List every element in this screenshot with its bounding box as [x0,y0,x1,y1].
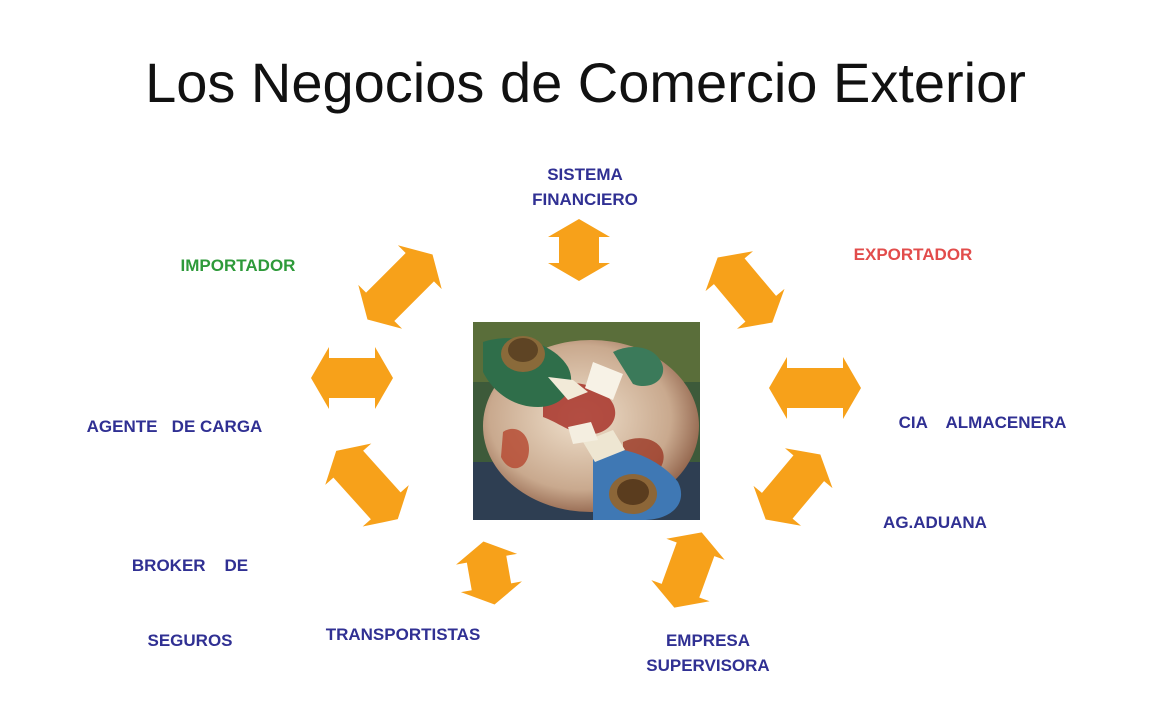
label-transportistas: TRANSPORTISTAS [325,625,481,644]
arrow-sistema-financiero [548,219,610,281]
arrow-importador [358,245,442,329]
label-empresa-supervisora: EMPRESA SUPERVISORA [646,631,770,675]
label-sistema-financiero: SISTEMA FINANCIERO [532,165,638,209]
label-importador: IMPORTADOR [180,256,296,275]
arrow-cia-almacenera [769,357,861,419]
label-broker-de-seguros: BROKER DE SEGUROS [131,556,249,650]
arrow-broker-de-seguros [325,443,409,527]
negotiation-painting [473,322,700,520]
arrow-exportador [705,251,785,329]
arrow-empresa-supervisora [651,532,725,608]
arrow-ag-aduana [753,448,833,526]
label-cia-almacenera: CIA ALMACENERA [898,413,1067,432]
label-ag-aduana: AG.ADUANA [883,513,987,532]
label-exportador: EXPORTADOR [853,245,973,264]
arrow-agente-de-carga [311,347,393,409]
label-agente-de-carga: AGENTE DE CARGA [86,417,263,436]
page-title: Los Negocios de Comercio Exterior [145,51,1026,114]
arrow-transportistas [456,541,522,605]
